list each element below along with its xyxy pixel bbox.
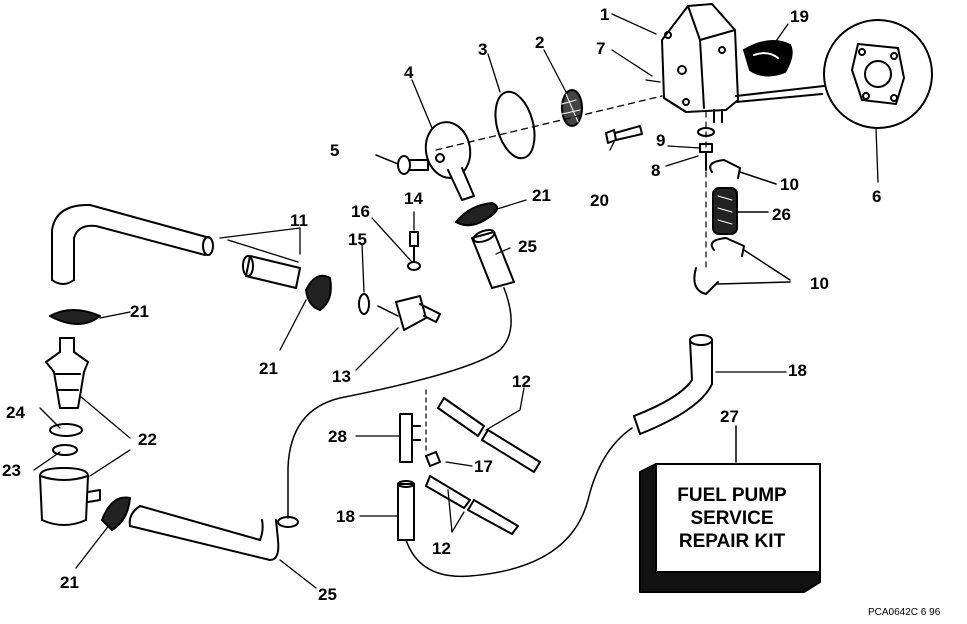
callout-26: 26: [772, 205, 791, 224]
callout-16: 16: [351, 202, 370, 221]
callout-21-top: 21: [532, 186, 551, 205]
callout-19: 19: [790, 7, 809, 26]
callout-18-left: 18: [336, 507, 355, 526]
hose-25-short: [471, 228, 515, 289]
hose-11-short: [219, 227, 301, 289]
fitting-28: [355, 413, 421, 463]
callout-6: 6: [872, 187, 882, 206]
washer-15: [358, 293, 370, 315]
hose-11-bent: [51, 203, 214, 285]
hose-18-right: [633, 334, 787, 435]
screw-14: [409, 231, 419, 263]
callout-24: 24: [6, 403, 25, 422]
repair-kit-line-3: REPAIR KIT: [678, 531, 786, 552]
bolt-20: [605, 125, 643, 144]
callout-15: 15: [348, 230, 367, 249]
callout-28: 28: [328, 427, 347, 446]
fuel-line-path-2: [405, 427, 633, 578]
hoses-12: [425, 387, 541, 535]
callout-12-upper: 12: [512, 372, 531, 391]
callout-5: 5: [330, 141, 340, 160]
repair-kit-label: FUEL PUMP SERVICE REPAIR KIT: [658, 484, 806, 553]
callout-12-lower: 12: [432, 539, 451, 558]
o-ring-3: [494, 90, 536, 160]
repair-kit-box: [639, 425, 821, 593]
gasket-19: [743, 40, 793, 77]
callout-21-mid: 21: [259, 359, 278, 378]
o-ring-23: [52, 444, 78, 456]
drawing-code: PCA0642C 6 96: [868, 607, 941, 618]
callout-27: 27: [720, 407, 739, 426]
callout-13: 13: [332, 367, 351, 386]
repair-kit-line-1: FUEL PUMP: [677, 485, 787, 506]
pump-cover-4: [424, 121, 475, 201]
fuel-pump-body: [661, 3, 739, 123]
fitting-17: [425, 451, 473, 467]
fuel-line-path: [287, 287, 512, 519]
gasket-detail-6: [735, 19, 933, 129]
callout-9: 9: [656, 131, 666, 150]
screw-5: [375, 154, 429, 175]
filter-screen-2: [561, 89, 583, 127]
clamp-21-top: [455, 202, 499, 227]
callout-21-bottom: 21: [60, 573, 79, 592]
clamp-21-left: [49, 309, 101, 325]
callout-10-upper: 10: [780, 175, 799, 194]
callout-3: 3: [478, 40, 488, 59]
callout-22: 22: [138, 430, 157, 449]
filter-cap-22: [45, 337, 89, 409]
callout-7: 7: [596, 39, 606, 58]
washer-16: [407, 261, 421, 271]
clamp-21-bottom: [101, 496, 131, 531]
leader-lines: [33, 13, 879, 589]
repair-kit-line-2: SERVICE: [690, 508, 774, 529]
callout-21-left: 21: [130, 302, 149, 321]
fitting-13: [377, 295, 441, 331]
callout-25-upper: 25: [518, 237, 537, 256]
filter-bowl-22: [39, 467, 101, 526]
clamps-10: [693, 159, 791, 295]
assembly-centerline: [435, 95, 663, 151]
o-ring-24: [49, 423, 83, 437]
fitting-8-9: [697, 111, 715, 271]
callout-25-lower: 25: [318, 585, 337, 604]
callout-4: 4: [404, 63, 414, 82]
hose-25-long: [128, 505, 299, 561]
callout-17: 17: [474, 457, 493, 476]
callout-2: 2: [535, 33, 545, 52]
callout-8: 8: [651, 161, 661, 180]
hose-18-lower: [359, 480, 415, 541]
callout-11: 11: [290, 211, 308, 230]
callout-20: 20: [590, 191, 609, 210]
callout-1: 1: [600, 5, 610, 24]
callout-10-lower: 10: [810, 274, 829, 293]
filter-element-26: [712, 187, 769, 235]
callout-18-right: 18: [788, 361, 807, 380]
clamp-21-mid: [305, 274, 332, 311]
callout-14: 14: [404, 189, 423, 208]
callout-23: 23: [2, 461, 21, 480]
